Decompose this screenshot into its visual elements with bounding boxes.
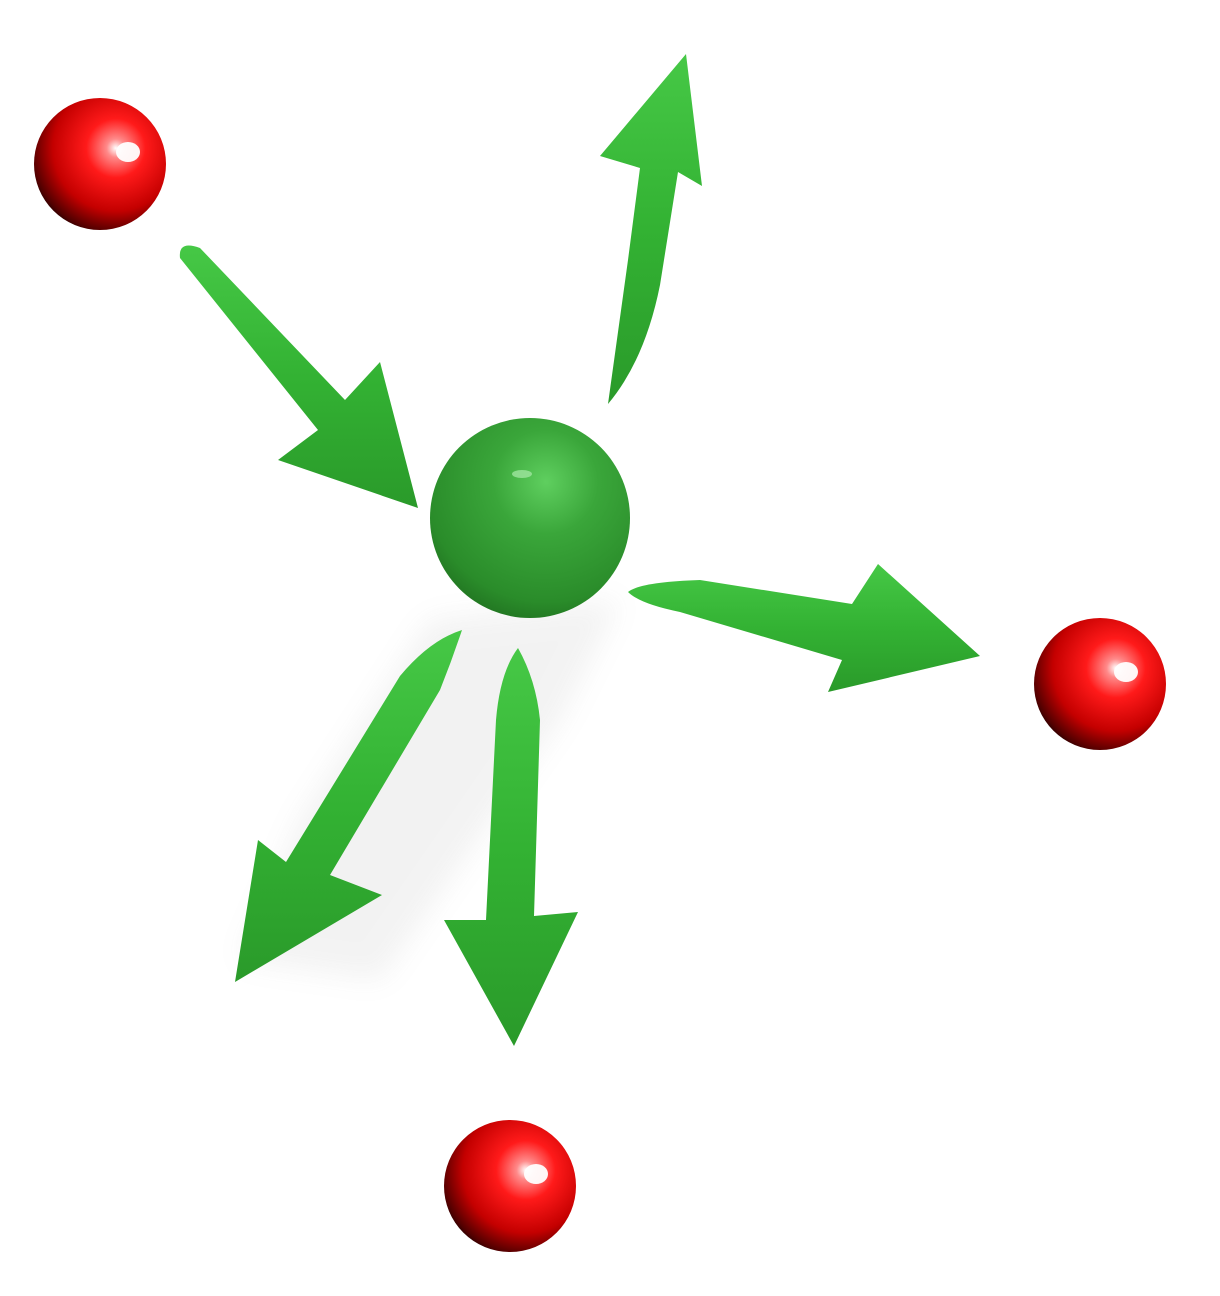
central-green-sphere-icon [430, 418, 630, 618]
red-sphere-top-left-icon [34, 98, 166, 230]
arrow-outgoing-right [628, 564, 980, 692]
red-sphere-bottom-icon [444, 1120, 576, 1252]
arrow-incoming-from-top-left [179, 245, 418, 509]
arrow-outgoing-down [444, 648, 578, 1046]
arrow-outgoing-up [600, 54, 702, 404]
red-sphere-right-icon [1034, 618, 1166, 750]
arrow-outgoing-down-left [235, 630, 462, 982]
